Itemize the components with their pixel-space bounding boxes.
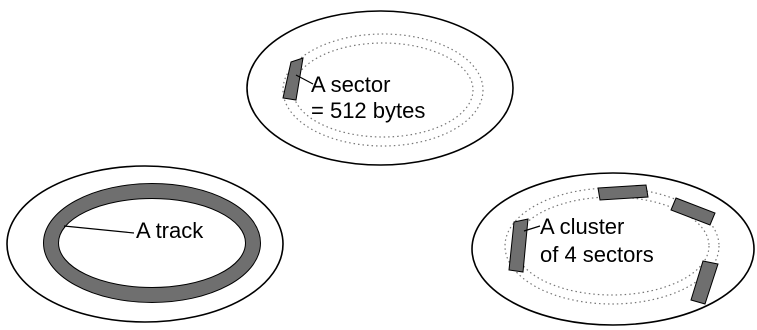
cluster-leader-line bbox=[523, 225, 541, 232]
sector-dotted-track-inner bbox=[292, 42, 474, 138]
track-platter-outline bbox=[6, 165, 284, 323]
sector-label-line1: A sector bbox=[311, 72, 390, 97]
cluster-platter-outline bbox=[471, 172, 755, 326]
cluster-sector-1 bbox=[508, 218, 529, 273]
sector-platter: A sector = 512 bytes bbox=[246, 10, 514, 166]
cluster-sector-4 bbox=[690, 260, 719, 305]
cluster-label-line2: of 4 sectors bbox=[540, 242, 654, 267]
sector-dotted-track-outer bbox=[282, 33, 484, 147]
track-platter: A track bbox=[6, 165, 284, 323]
track-leader-line bbox=[63, 225, 135, 234]
sector-platter-outline bbox=[246, 10, 514, 166]
sector-leader-line bbox=[295, 74, 314, 85]
track-label: A track bbox=[136, 218, 204, 243]
cluster-label-line1: A cluster bbox=[540, 214, 624, 239]
cluster-platter: A cluster of 4 sectors bbox=[471, 172, 755, 326]
cluster-sector-3 bbox=[670, 197, 716, 226]
sector-label-line2: = 512 bytes bbox=[311, 98, 425, 123]
cluster-sector-2 bbox=[597, 184, 649, 201]
track-ring-outer-edge bbox=[43, 183, 261, 303]
track-ring-inner-edge bbox=[58, 198, 246, 288]
track-highlight-ring bbox=[43, 183, 261, 303]
sector-highlight bbox=[282, 57, 304, 101]
